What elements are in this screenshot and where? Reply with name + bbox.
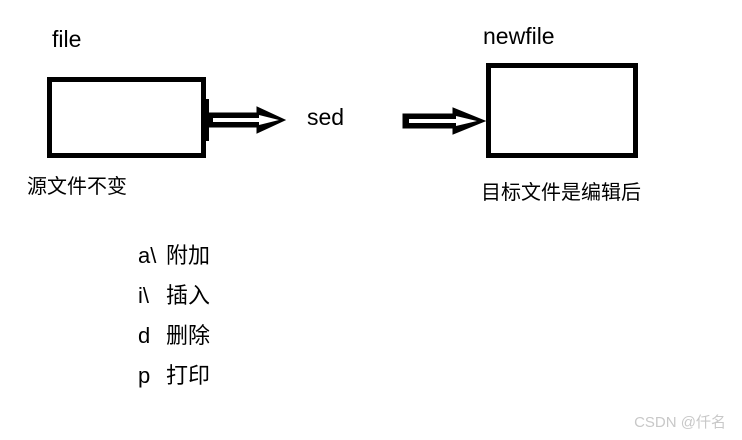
arrow-sed-to-target-icon: [402, 107, 487, 135]
sed-processor-label: sed: [307, 104, 345, 130]
list-item: p 打印: [138, 356, 210, 396]
command-key: d: [138, 323, 151, 348]
command-description: 打印: [166, 363, 211, 388]
command-description: 删除: [166, 323, 211, 348]
list-item: i\ 插入: [138, 276, 210, 316]
watermark: CSDN @仟名: [634, 414, 726, 431]
list-item: d 删除: [138, 316, 210, 356]
source-file-caption: 源文件不变: [27, 176, 127, 198]
command-description: 插入: [166, 283, 211, 308]
list-item: a\ 附加: [138, 236, 210, 276]
arrow-source-to-sed-icon: [203, 99, 287, 141]
command-key: p: [138, 363, 151, 388]
target-file-caption: 目标文件是编辑后: [481, 182, 641, 204]
sed-command-list: a\ 附加 i\ 插入 d 删除 p 打印: [138, 236, 210, 396]
command-key: i\: [138, 283, 149, 308]
source-file-box: [47, 77, 206, 158]
command-key: a\: [138, 243, 157, 268]
target-file-box: [486, 63, 638, 158]
source-file-title: file: [52, 26, 82, 52]
command-description: 附加: [166, 243, 211, 268]
target-file-title: newfile: [483, 23, 555, 49]
